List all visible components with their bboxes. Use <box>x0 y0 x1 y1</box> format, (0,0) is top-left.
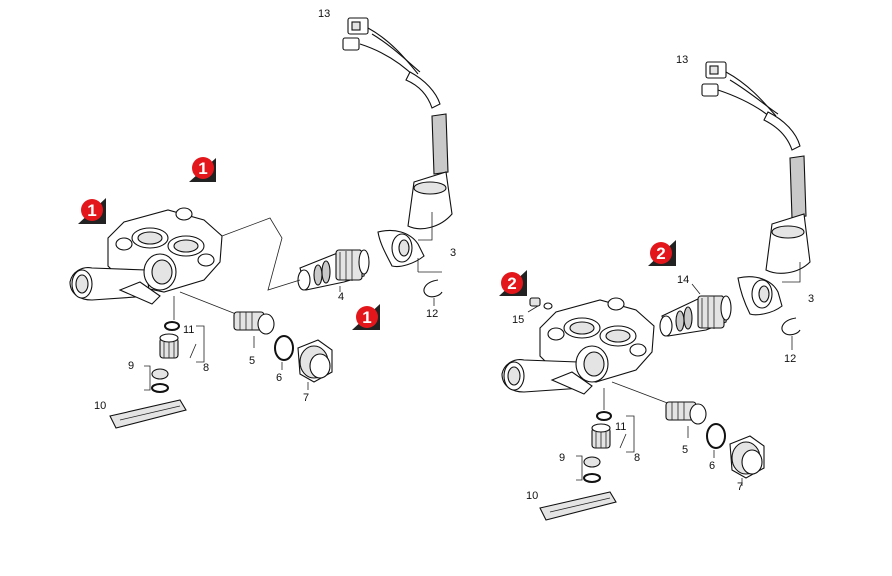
right-label-3: 3 <box>808 293 814 305</box>
right-label-8: 8 <box>634 452 640 464</box>
right-label-15: 15 <box>512 314 524 326</box>
badge-1-upper-disc <box>192 157 214 179</box>
left-label-10: 10 <box>94 400 106 412</box>
right-assembly: 13 3 14 15 12 11 8 9 5 6 7 10 <box>501 54 814 521</box>
badge-1-left: 1 <box>78 198 106 224</box>
left-part-13-connector <box>342 17 421 79</box>
right-part-14-valve <box>659 283 732 337</box>
right-part-3-sensor-cable <box>737 111 811 316</box>
right-part-12-clip <box>781 317 801 350</box>
right-pump-manifold <box>501 297 671 410</box>
badge-2-upper-disc <box>650 242 672 264</box>
left-label-6: 6 <box>276 372 282 384</box>
left-assembly: 13 3 4 12 11 8 9 5 6 7 10 <box>69 8 456 429</box>
left-label-8: 8 <box>203 362 209 374</box>
left-part-10-strip <box>109 399 187 429</box>
right-label-11: 11 <box>615 421 626 433</box>
left-label-11: 11 <box>183 324 194 336</box>
badge-2-left: 2 <box>499 270 527 296</box>
badge-2-left-number: 2 <box>507 274 516 293</box>
right-part-11-o-ring <box>596 411 612 421</box>
right-label-9: 9 <box>559 452 565 464</box>
badge-2-left-disc <box>501 272 523 294</box>
left-part-3-sensor-cable <box>377 71 453 268</box>
badge-1-left-disc <box>81 199 103 221</box>
right-label-13: 13 <box>676 54 688 66</box>
right-part-7-plug <box>729 435 765 486</box>
left-part-8-filter <box>159 325 205 363</box>
left-label-9: 9 <box>128 360 134 372</box>
right-label-14: 14 <box>677 274 689 286</box>
badge-2-upper: 2 <box>648 240 676 266</box>
badge-1-lower-number: 1 <box>362 308 371 327</box>
left-part-7-plug <box>297 339 333 390</box>
right-label-7: 7 <box>737 481 743 493</box>
badge-1-lower: 1 <box>352 304 380 330</box>
left-label-7: 7 <box>303 392 309 404</box>
right-part-9-seat <box>576 455 601 483</box>
right-part-5-check-valve <box>665 401 707 438</box>
left-pump-manifold <box>69 207 301 320</box>
left-label-4: 4 <box>338 291 344 303</box>
right-label-10: 10 <box>526 490 538 502</box>
left-label-13: 13 <box>318 8 330 20</box>
right-part-15-screw <box>527 297 553 313</box>
left-label-3: 3 <box>450 247 456 259</box>
badge-1-upper-number: 1 <box>198 159 207 178</box>
left-label-12: 12 <box>426 308 438 320</box>
badge-1-left-number: 1 <box>87 201 96 220</box>
left-part-9-seat <box>144 365 169 393</box>
right-label-12: 12 <box>784 353 796 365</box>
right-part-13-connector <box>701 61 779 121</box>
left-part-4-valve <box>297 249 370 292</box>
left-part-12-clip <box>417 258 443 306</box>
right-label-5: 5 <box>682 444 688 456</box>
right-part-6-o-ring <box>706 423 726 458</box>
left-label-5: 5 <box>249 355 255 367</box>
left-part-5-check-valve <box>233 311 275 348</box>
badge-1-lower-disc <box>356 306 378 328</box>
left-part-6-o-ring <box>274 335 294 370</box>
right-part-8-filter <box>591 415 635 453</box>
badge-2-upper-number: 2 <box>656 244 665 263</box>
right-part-10-strip <box>539 491 617 521</box>
left-part-11-o-ring <box>164 321 180 331</box>
badge-1-upper: 1 <box>189 157 216 182</box>
right-label-6: 6 <box>709 460 715 472</box>
